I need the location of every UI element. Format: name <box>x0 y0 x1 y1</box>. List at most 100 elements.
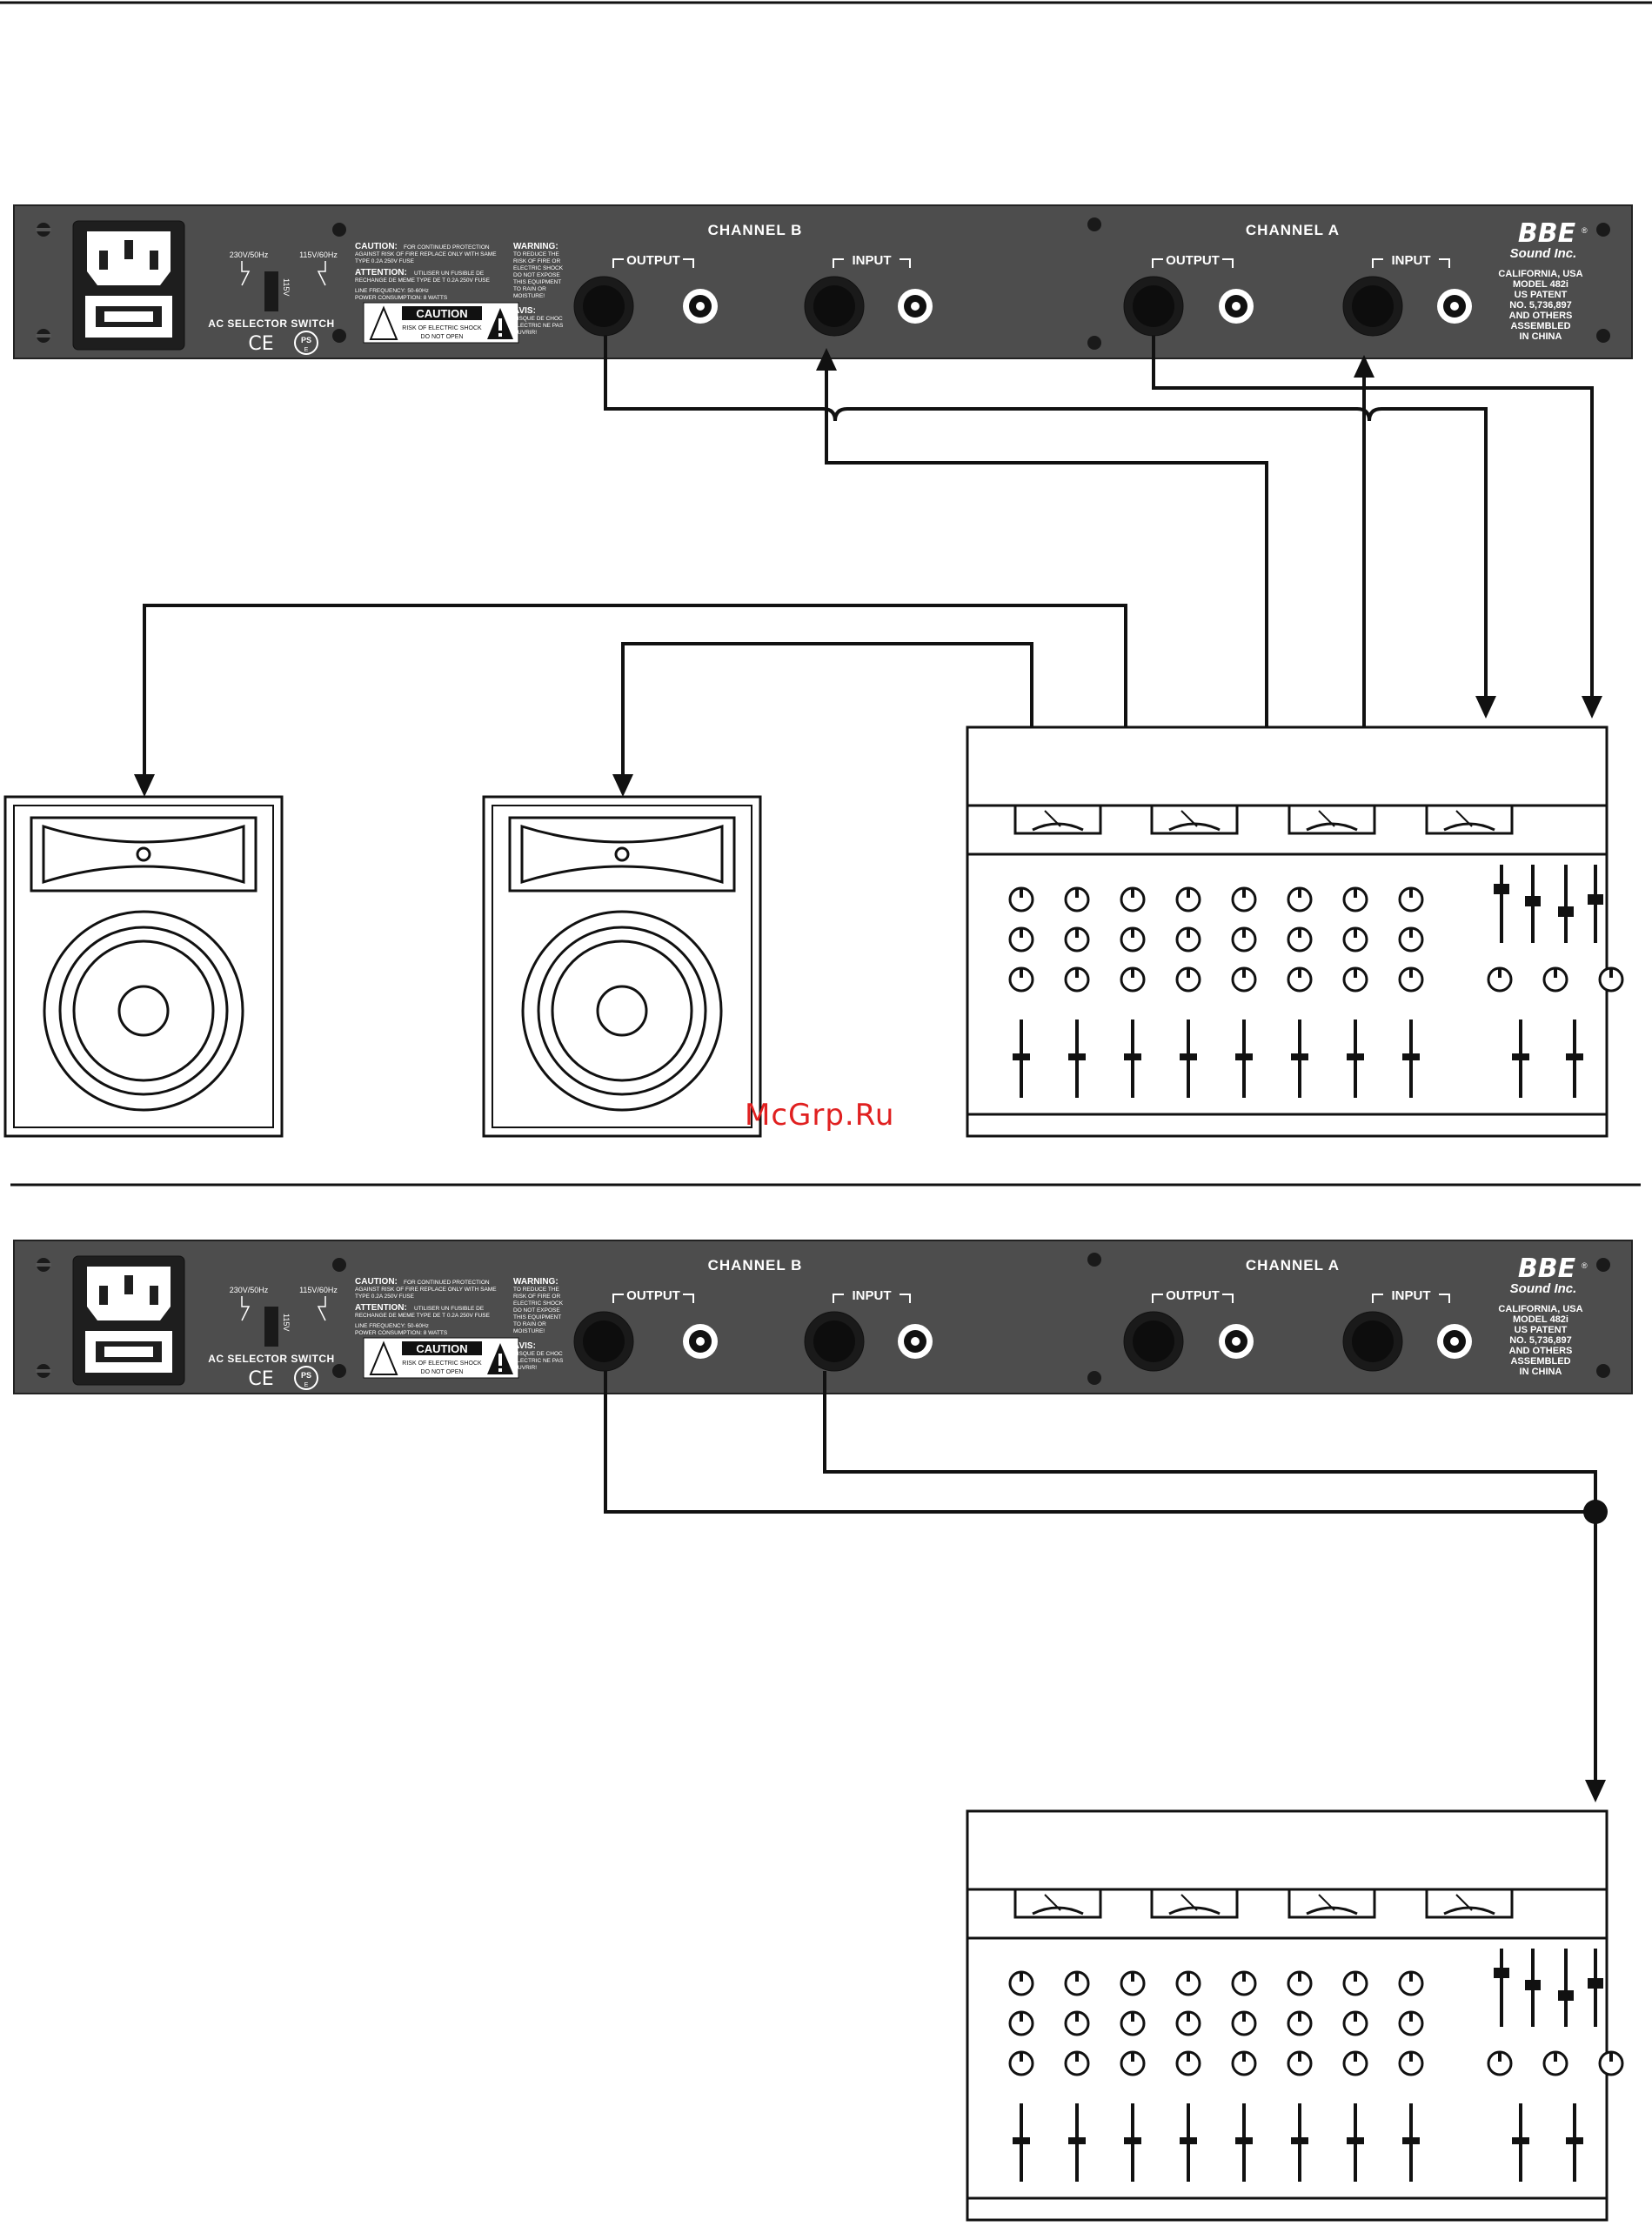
warning-title: WARNING: <box>513 242 558 251</box>
master-fader <box>1525 1949 1541 2027</box>
master-fader <box>1494 865 1509 943</box>
warning-title: WARNING: <box>513 1277 558 1287</box>
channel-fader <box>1068 1020 1086 1098</box>
mixer-knob <box>1008 886 1034 913</box>
mixer-knob <box>1064 966 1090 993</box>
mixer-top <box>966 725 1624 1138</box>
warning-line: THIS EQUIPMENT <box>513 279 561 285</box>
product-info-line: MODEL 482i <box>1513 1314 1568 1325</box>
mixer-knob <box>1287 2050 1313 2076</box>
ps-sub: E <box>304 347 309 353</box>
ac-selector-label: AC SELECTOR SWITCH <box>208 318 334 330</box>
channel-fader <box>1013 1020 1030 1098</box>
channel-a-label: CHANNEL A <box>1246 222 1340 238</box>
mixer-knob <box>1175 2010 1201 2036</box>
output-label-b: OUTPUT <box>626 253 680 268</box>
voltage-230: 230V/50Hz <box>230 251 269 259</box>
product-info-line: MODEL 482i <box>1513 279 1568 290</box>
warning-line: THIS EQUIPMENT <box>513 1314 561 1320</box>
line-frequency: LINE FREQUENCY: 50-60Hz <box>355 1323 429 1329</box>
mixer-knob <box>1008 966 1034 993</box>
mixer-bottom <box>966 1809 1624 2222</box>
brand-reg: ® <box>1582 226 1588 235</box>
attention-line: UTILISER UN FUSIBLE DE <box>414 271 485 277</box>
product-info-line: IN CHINA <box>1520 1367 1562 1377</box>
mixer-knob <box>1008 1970 1034 1996</box>
mixer-knob <box>1231 886 1257 913</box>
speaker-right <box>482 795 762 1138</box>
switch-115v: 115V <box>282 278 291 296</box>
output-label-a: OUTPUT <box>1166 253 1220 268</box>
product-info-line: CALIFORNIA, USA <box>1498 269 1582 279</box>
ps-mark: PS <box>301 336 311 344</box>
mixer-knob <box>1231 966 1257 993</box>
avis-line: RISQUE DE CHOC <box>513 316 563 322</box>
channel-fader <box>1291 2103 1308 2182</box>
mixer-knob <box>1175 966 1201 993</box>
channel-fader <box>1566 1020 1583 1098</box>
warning-line: RISK OF FIRE OR <box>513 1294 560 1300</box>
mixer-knob <box>1120 886 1146 913</box>
input-label-b: INPUT <box>853 1288 892 1303</box>
watermark: McGrp.Ru <box>745 1098 895 1133</box>
switch-115v: 115V <box>282 1314 291 1331</box>
master-fader <box>1525 865 1541 943</box>
warning-line: RISK OF FIRE OR <box>513 258 560 264</box>
master-knob <box>1598 966 1624 993</box>
attention-title: ATTENTION: <box>355 1303 407 1313</box>
attention-title: ATTENTION: <box>355 268 407 277</box>
mixer-knob <box>1342 1970 1368 1996</box>
caution-line: TYPE 0.2A 250V FUSE <box>355 258 415 264</box>
warning-line: MOISTURE! <box>513 1328 545 1334</box>
channel-fader <box>1013 2103 1030 2182</box>
channel-fader <box>1291 1020 1308 1098</box>
mixer-knob <box>1342 966 1368 993</box>
mixer-knob <box>1231 926 1257 953</box>
wiring-top <box>143 336 1594 781</box>
avis-line: RISQUE DE CHOC <box>513 1351 563 1357</box>
channel-fader <box>1402 1020 1420 1098</box>
product-info-line: ASSEMBLED <box>1510 1356 1570 1367</box>
product-info-line: ASSEMBLED <box>1510 321 1570 331</box>
mixer-knob <box>1064 2050 1090 2076</box>
output-label-b: OUTPUT <box>626 1288 680 1303</box>
channel-fader <box>1402 2103 1420 2182</box>
mixer-knob <box>1398 2010 1424 2036</box>
mixer-knob <box>1398 926 1424 953</box>
caution-title: CAUTION: <box>355 1277 398 1287</box>
brand-sub: Sound Inc. <box>1510 246 1577 261</box>
caution-line: FOR CONTINUED PROTECTION <box>404 244 490 251</box>
mixer-knob <box>1064 886 1090 913</box>
channel-fader <box>1068 2103 1086 2182</box>
mixer-knob <box>1398 1970 1424 1996</box>
brand-logo: BBE <box>1518 1254 1576 1284</box>
master-fader <box>1588 865 1603 943</box>
attention-line: RECHANGE DE MEME TYPE DE T 0.2A 250V FUS… <box>355 277 491 284</box>
product-info-line: AND OTHERS <box>1509 311 1573 321</box>
master-fader <box>1558 865 1574 943</box>
input-label-b: INPUT <box>853 253 892 268</box>
junction-dot <box>1583 1500 1608 1524</box>
mixer-knob <box>1175 926 1201 953</box>
mixer-knob <box>1064 1970 1090 1996</box>
attention-line: RECHANGE DE MEME TYPE DE T 0.2A 250V FUS… <box>355 1313 491 1319</box>
master-fader <box>1588 1949 1603 2027</box>
avis-title: AVIS: <box>513 306 536 316</box>
line-frequency: LINE FREQUENCY: 50-60Hz <box>355 288 429 294</box>
caution-line: TYPE 0.2A 250V FUSE <box>355 1294 415 1300</box>
master-knob <box>1542 2050 1568 2076</box>
channel-b-label: CHANNEL B <box>708 1257 803 1274</box>
master-knob <box>1542 966 1568 993</box>
mixer-knob <box>1287 1970 1313 1996</box>
input-label-a: INPUT <box>1392 253 1431 268</box>
warning-line: DO NOT EXPOSE <box>513 272 560 278</box>
warning-line: DO NOT EXPOSE <box>513 1307 560 1314</box>
mixer-knob <box>1231 2010 1257 2036</box>
caution-line: AGAINST RISK OF FIRE REPLACE ONLY WITH S… <box>355 251 497 257</box>
mixer-knob <box>1231 2050 1257 2076</box>
mixer-knob <box>1008 2010 1034 2036</box>
mixer-knob <box>1287 966 1313 993</box>
